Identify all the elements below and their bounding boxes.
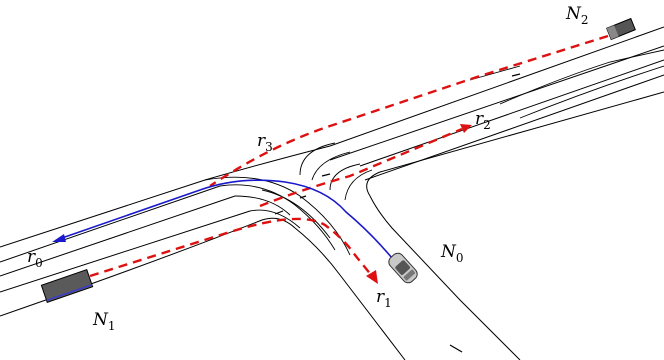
label-N2: N2 (565, 4, 589, 27)
r2-arrowhead (460, 124, 472, 133)
route-N1-to-r1 (89, 217, 373, 278)
r1-arrowhead (366, 270, 378, 284)
r0-arrowhead (52, 234, 66, 242)
side-road-edges (294, 195, 521, 360)
main-road-edges (0, 26, 664, 317)
ego-car-N0 (388, 252, 418, 284)
label-r2: r2 (475, 109, 491, 132)
merge-ramp (469, 49, 664, 119)
label-N1: N1 (92, 310, 116, 333)
red-arrowheads (366, 124, 472, 284)
intersection-turn-lanes (204, 142, 373, 256)
vehicle-N1 (40, 269, 94, 303)
ego-route (61, 179, 393, 259)
label-r3: r3 (257, 131, 273, 154)
predicted-routes (89, 34, 609, 278)
vehicle-N2 (606, 17, 636, 41)
label-N0: N0 (440, 242, 464, 265)
lane-dashes (274, 73, 521, 353)
label-r0: r0 (27, 247, 43, 270)
label-r1: r1 (376, 287, 392, 310)
route-N1-to-r2 (259, 127, 463, 208)
route-N2-to-r3 (209, 34, 609, 187)
